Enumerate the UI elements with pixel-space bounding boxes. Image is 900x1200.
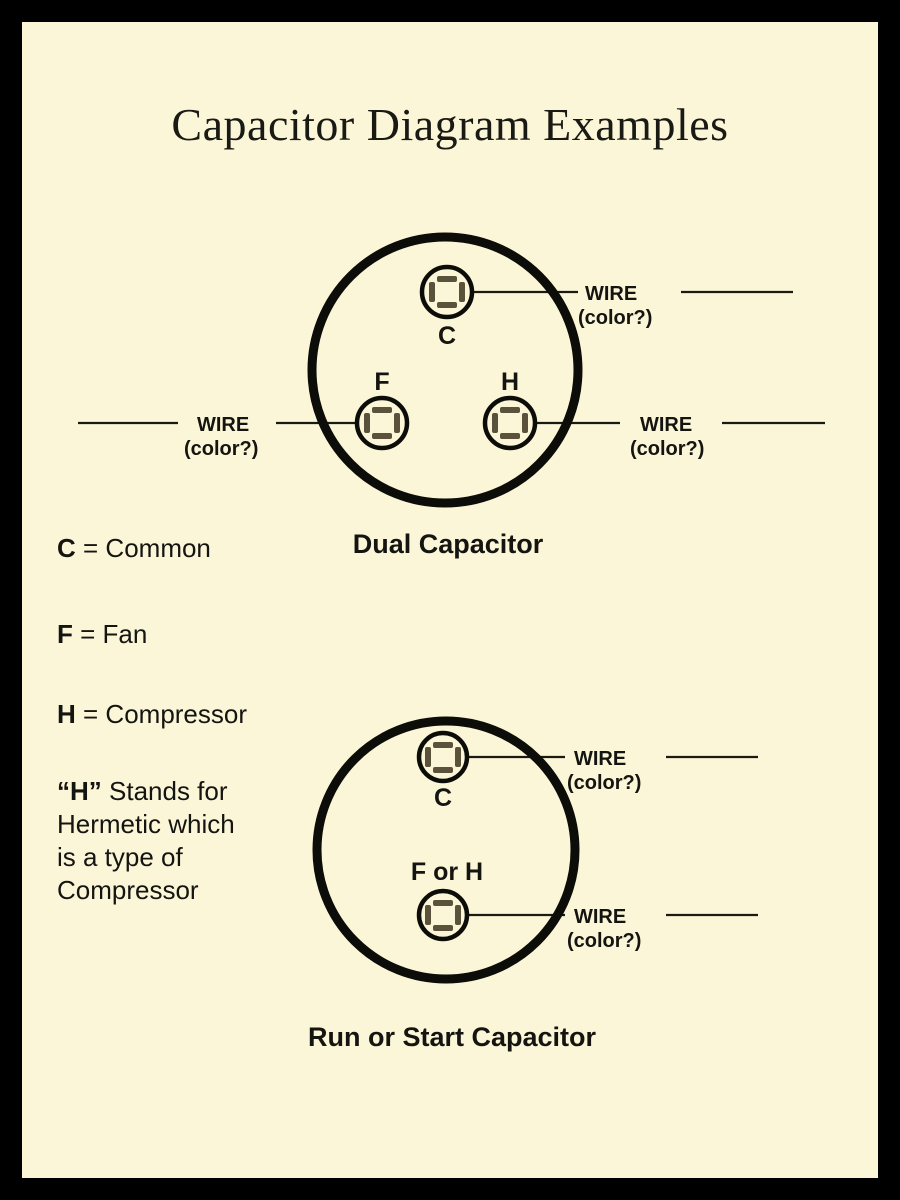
hermetic-note-line-3: is a type of (57, 842, 184, 872)
terminal-f: F (354, 368, 410, 451)
wire-label-text: WIRE (640, 414, 692, 436)
legend-block: C = Common F = Fan H = Compressor “H” St… (57, 533, 247, 905)
legend-value-compressor: Compressor (105, 699, 247, 729)
wire-label-h-right: WIRE (color?) (630, 414, 704, 460)
legend-sep: = (73, 619, 103, 649)
capacitor-body-outline (307, 232, 583, 508)
terminal-h: H (482, 368, 538, 451)
wire-label-text: WIRE (197, 414, 249, 436)
legend-key-c: C (57, 533, 76, 563)
terminal-c-2: C (416, 730, 470, 812)
wire-label-color: (color?) (578, 307, 652, 329)
wire-label-color: (color?) (567, 930, 641, 952)
legend-value-common: Common (105, 533, 210, 563)
page-title: Capacitor Diagram Examples (171, 99, 728, 150)
hermetic-note-text: Stands for (102, 776, 228, 806)
wire-label-text: WIRE (585, 283, 637, 305)
hermetic-note-line-4: Compressor (57, 875, 199, 905)
wire-label-text: WIRE (574, 748, 626, 770)
terminal-label-h: H (501, 368, 519, 396)
terminal-label-f: F (374, 368, 389, 396)
hermetic-note-line-1: “H” Stands for (57, 776, 228, 806)
terminal-label-c: C (438, 322, 456, 350)
dual-capacitor-diagram: C F H WIRE ( (78, 232, 825, 559)
wire-label-color: (color?) (184, 438, 258, 460)
wire-label-f-left: WIRE (color?) (184, 414, 258, 460)
poster-canvas (22, 22, 878, 1178)
hermetic-note-line-2: Hermetic which (57, 809, 235, 839)
hermetic-note-key: “H” (57, 776, 102, 806)
legend-item-fan: F = Fan (57, 619, 147, 649)
legend-value-fan: Fan (103, 619, 148, 649)
legend-item-common: C = Common (57, 533, 211, 563)
wire-label-color: (color?) (567, 772, 641, 794)
wire-label-c-right: WIRE (color?) (578, 283, 652, 329)
terminal-label-c-2: C (434, 784, 452, 812)
dual-capacitor-caption: Dual Capacitor (353, 529, 544, 559)
run-start-capacitor-diagram: C F or H WIRE (color?) WIRE (color?) Run… (308, 716, 758, 1052)
wire-label-c2-right: WIRE (color?) (567, 748, 641, 794)
legend-key-f: F (57, 619, 73, 649)
wire-label-color: (color?) (630, 438, 704, 460)
terminal-c: C (419, 264, 475, 350)
legend-item-compressor: H = Compressor (57, 699, 247, 729)
run-start-capacitor-caption: Run or Start Capacitor (308, 1022, 597, 1052)
legend-sep: = (76, 699, 106, 729)
legend-key-h: H (57, 699, 76, 729)
legend-sep: = (76, 533, 106, 563)
wire-label-text: WIRE (574, 906, 626, 928)
terminal-label-f-or-h: F or H (411, 858, 483, 886)
hermetic-note: “H” Stands for Hermetic which is a type … (57, 776, 235, 905)
capacitor-body-outline-2 (312, 716, 580, 984)
terminal-f-or-h: F or H (411, 858, 483, 942)
wire-label-fh-right: WIRE (color?) (567, 906, 641, 952)
